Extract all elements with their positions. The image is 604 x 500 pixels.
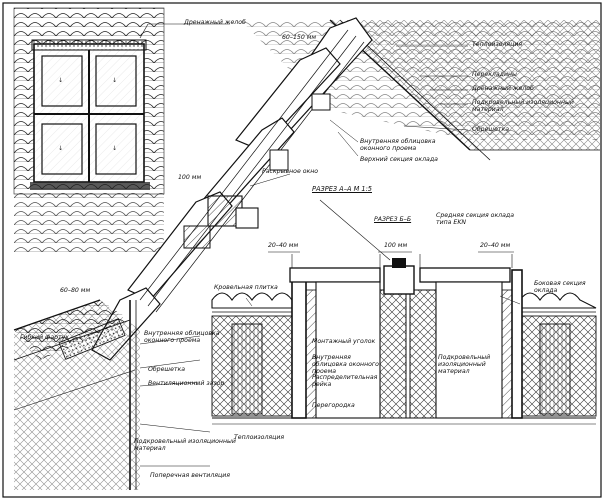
label-dim-right-20-40: 20–40 мм — [480, 242, 511, 249]
label-middle-flashing: Средняя секция оклада типа EKN — [436, 212, 514, 226]
svg-text:↓: ↓ — [112, 77, 117, 84]
label-dim-left-20-40: 20–40 мм — [268, 242, 299, 249]
label-battens: Обрешетка — [472, 126, 510, 133]
svg-text:↓: ↓ — [58, 77, 63, 84]
label-dim-100: 100 мм — [178, 174, 202, 181]
label-dim-60-150: 60–150 мм — [282, 34, 317, 41]
label-cross-vent: Поперечная вентиляция — [150, 472, 230, 479]
svg-text:↓: ↓ — [58, 145, 63, 152]
label-distance-bar: Распределительная рейка — [312, 374, 378, 388]
label-inner-lining-bottom: Внутренняя облицовка оконного проема — [144, 330, 220, 344]
label-crossbar: Перегородка — [312, 402, 355, 409]
label-dim-center-100: 100 мм — [384, 242, 408, 249]
label-mounting-bracket: Монтажный уголок — [312, 338, 376, 345]
label-section-aa: РАЗРЕЗ А–А М 1:5 — [312, 185, 372, 193]
label-underlay-top: Подкровельный изоляционный материал — [472, 99, 574, 113]
label-upper-flashing: Верхний секция оклада — [360, 156, 438, 163]
label-sash: Раскрывное окно — [262, 168, 319, 175]
label-rafters: Перекладины — [472, 71, 517, 78]
dormer-elevation: ↓ ↓ ↓ ↓ — [13, 7, 230, 254]
label-lining: Обрешетка — [148, 366, 186, 373]
label-side-flashing: Боковая секция оклада — [534, 280, 586, 294]
section-bb — [211, 251, 597, 425]
label-vent-gap: Вентиляционный зазор — [148, 380, 225, 387]
label-dim-60-80: 60–80 мм — [60, 287, 91, 294]
label-flexible-apron: Гибкий фартук — [20, 334, 70, 341]
label-gutter: Дренажный желоб — [184, 19, 246, 26]
leader-lines — [87, 45, 521, 467]
svg-text:↓: ↓ — [112, 145, 117, 152]
label-underlay-bottom: Подкровельный изоляционный материал — [134, 438, 236, 452]
label-roof-tile: Кровельная плитка — [214, 284, 278, 291]
label-inner-lining-mid: Внутренняя облицовка оконного проема — [312, 354, 379, 375]
label-section-bb: РАЗРЕЗ Б–Б — [374, 216, 412, 223]
label-underlay-right: Подкровельный изоляционный материал — [438, 354, 491, 375]
label-drain-gutter: Дренажный желоб — [472, 85, 534, 92]
section-aa — [13, 17, 600, 490]
label-insulation-bottom: Теплоизоляция — [234, 434, 285, 441]
label-insulation-top: Теплоизоляция — [472, 41, 523, 48]
label-inner-lining-top: Внутренняя облицовка оконного проема — [360, 138, 436, 152]
